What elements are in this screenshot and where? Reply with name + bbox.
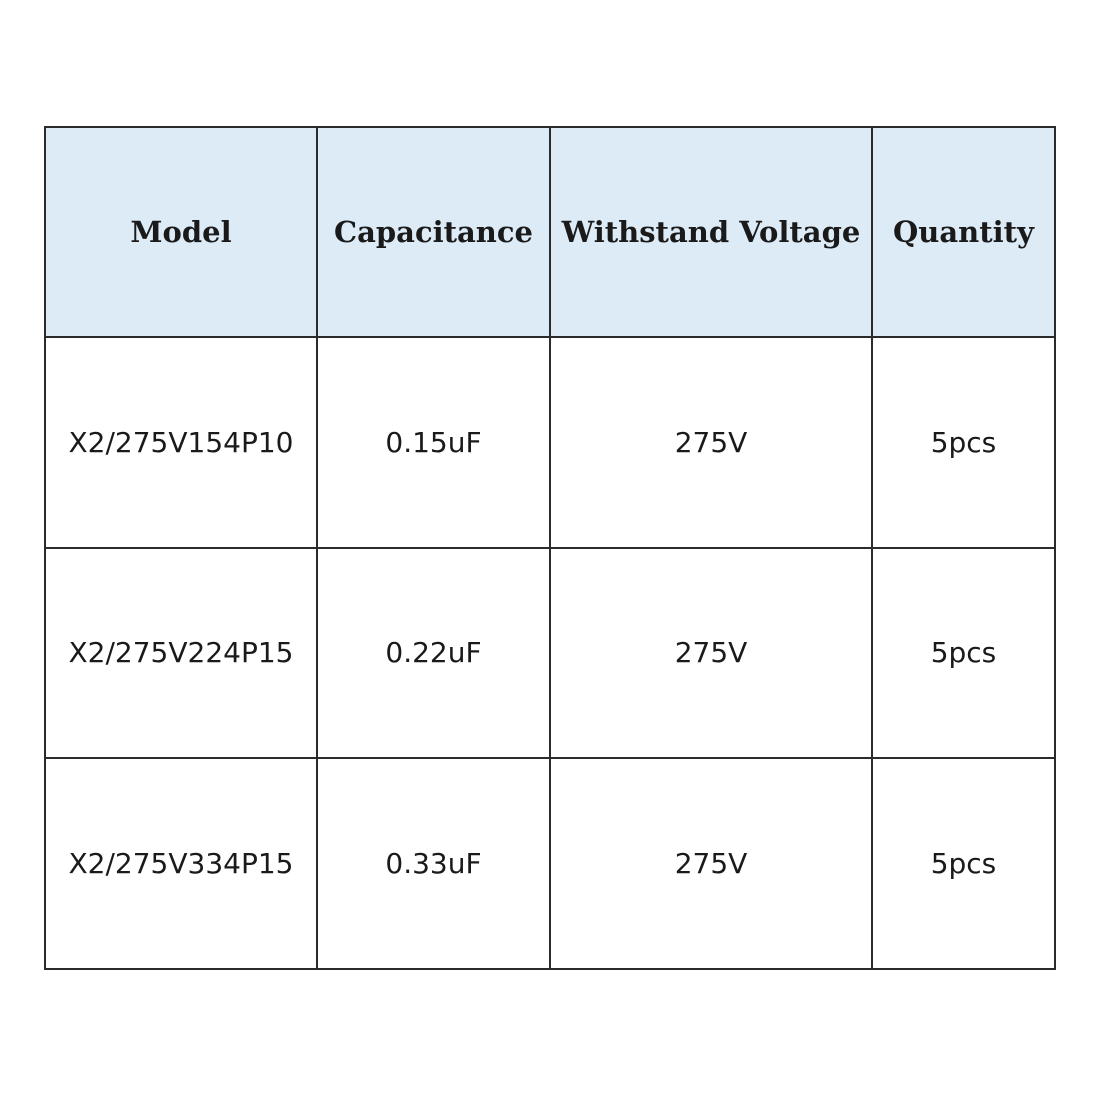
table-header: Model Capacitance Withstand Voltage Quan… (44, 126, 1056, 338)
cell-model: X2/275V334P15 (44, 757, 318, 970)
cell-model: X2/275V154P10 (44, 336, 318, 549)
table-row: X2/275V224P15 0.22uF 275V 5pcs (44, 546, 1056, 760)
cell-quantity: 5pcs (871, 546, 1056, 760)
cell-capacitance: 0.33uF (316, 757, 551, 970)
cell-voltage: 275V (549, 757, 873, 970)
cell-quantity: 5pcs (871, 757, 1056, 970)
table-row: X2/275V154P10 0.15uF 275V 5pcs (44, 336, 1056, 549)
header-row: Model Capacitance Withstand Voltage Quan… (44, 126, 1056, 338)
cell-voltage: 275V (549, 546, 873, 760)
capacitor-spec-table: Model Capacitance Withstand Voltage Quan… (44, 126, 1056, 970)
cell-model: X2/275V224P15 (44, 546, 318, 760)
cell-capacitance: 0.22uF (316, 546, 551, 760)
header-model: Model (44, 126, 318, 338)
cell-voltage: 275V (549, 336, 873, 549)
header-withstand-voltage: Withstand Voltage (549, 126, 873, 338)
header-capacitance: Capacitance (316, 126, 551, 338)
cell-quantity: 5pcs (871, 336, 1056, 549)
table-row: X2/275V334P15 0.33uF 275V 5pcs (44, 757, 1056, 970)
cell-capacitance: 0.15uF (316, 336, 551, 549)
header-quantity: Quantity (871, 126, 1056, 338)
table-body: X2/275V154P10 0.15uF 275V 5pcs X2/275V22… (44, 336, 1056, 970)
